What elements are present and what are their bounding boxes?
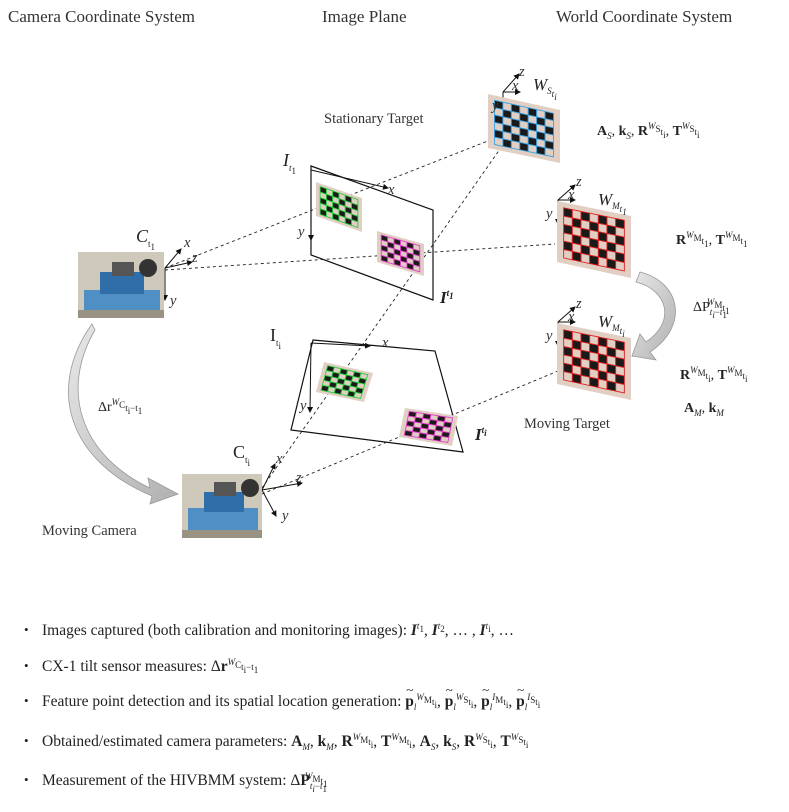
cam-ti-z-label: z (296, 470, 302, 486)
wm1-y-label: y (546, 206, 553, 222)
delta-r-label: ΔrWCti−t1 (98, 397, 143, 416)
moving-target-t1-board (557, 201, 631, 278)
imgplane-ti-x-label: x (382, 335, 389, 351)
projection-lines (164, 134, 559, 495)
image-t1-magenta-board (377, 231, 424, 276)
image-ti-green-board (316, 362, 373, 402)
image-plane-ti-label: Iti (270, 325, 282, 351)
moving-camera-label: Moving Camera (42, 523, 137, 539)
moving-target-t1-params: RWMt1, TWMt1 (676, 230, 748, 249)
wm1-x-label: x (568, 187, 575, 203)
delta-p-label: ΔPti−t1WMt1 (693, 297, 730, 320)
imgplane-t1-y-label: y (298, 224, 305, 240)
wmi-z-label: z (576, 296, 582, 312)
moving-target-ti-board (557, 323, 631, 400)
moving-target-label: Moving Target (524, 416, 610, 432)
target-motion-arrow (631, 271, 676, 361)
image-t1-green-board (316, 182, 362, 232)
image-plane-header: Image Plane (322, 7, 407, 26)
imgplane-t1-x-label: x (388, 182, 395, 198)
stationary-target-label: Stationary Target (324, 111, 424, 127)
moving-frame-t1-label: WMt1 (598, 190, 627, 217)
image-ti-label: Iti (475, 425, 487, 444)
camera-axes-ti (261, 463, 303, 517)
image-plane-ti (290, 339, 464, 453)
cam-t1-z-label: z (192, 250, 198, 266)
moving-intrinsics: AM, kM (684, 401, 724, 418)
cam-ti-y-label: y (282, 508, 289, 524)
diagram-graphics (68, 73, 676, 538)
wmi-y-label: y (546, 328, 553, 344)
stationary-target-board (488, 94, 560, 163)
ws-y-label: y (492, 98, 499, 114)
wmi-x-label: x (568, 309, 575, 325)
moving-target-ti-params: RWMti, TWMti (680, 365, 748, 384)
camera-axes-t1 (162, 248, 193, 301)
image-t1-label: It1 (440, 288, 454, 307)
camera-ti-photo (182, 474, 262, 538)
cam-t1-x-label: x (184, 235, 191, 251)
camera-coordinate-header: Camera Coordinate System (8, 7, 195, 26)
image-plane-t1-label: It1 (283, 150, 297, 176)
camera-t1-photo (78, 252, 164, 318)
camera-ti-label: Cti (233, 442, 251, 468)
ws-x-label: x (512, 78, 519, 94)
ws-z-label: z (519, 64, 525, 80)
camera-t1-label: Ct1 (136, 226, 156, 252)
stationary-frame-label: WSti (533, 75, 557, 102)
image-plane-axes (307, 169, 389, 413)
camera-motion-arrow (68, 323, 179, 505)
wm1-z-label: z (576, 174, 582, 190)
moving-frame-ti-label: WMti (598, 312, 625, 339)
cam-ti-x-label: x (276, 451, 283, 467)
cam-t1-y-label: y (170, 293, 177, 309)
image-ti-magenta-board (399, 408, 458, 446)
world-coordinate-header: World Coordinate System (556, 7, 733, 26)
stationary-target-params: AS, kS, RWSti, TWSti (597, 121, 700, 141)
imgplane-ti-y-label: y (300, 398, 307, 414)
